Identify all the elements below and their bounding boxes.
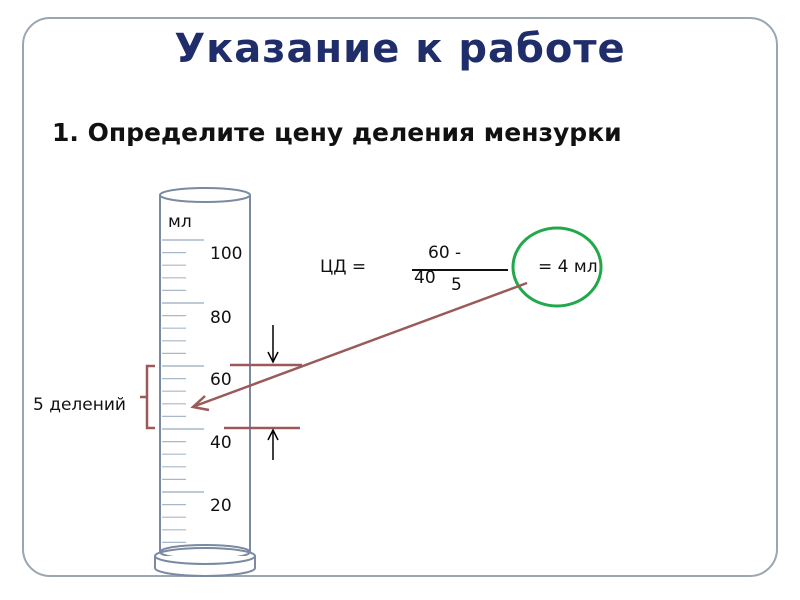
formula-denominator: 5 [451,275,462,295]
pointer-arrow-icon [190,281,528,412]
formula-numerator-cont: 40 [414,268,436,288]
bracket-label: 5 делений [33,395,126,415]
formula-numerator: 60 - [428,243,462,263]
scale-label-80: 80 [210,308,232,328]
scale-label-20: 20 [210,496,232,516]
scale-label-100: 100 [210,244,243,264]
result-circle [511,226,603,308]
slide-frame [22,17,778,577]
formula-result: = 4 мл [538,257,598,277]
cylinder-top-rim [159,187,251,203]
cylinder-unit-label: мл [168,212,192,232]
cylinder-base-top [154,547,256,565]
formula-lhs: ЦД = [320,257,367,277]
scale-label-60: 60 [210,370,232,390]
up-arrow-icon [267,428,279,460]
measuring-cylinder [154,187,256,577]
divisions-bracket [145,364,155,430]
instruction-text: 1. Определите цену деления мензурки [52,118,622,147]
scale-ticks [162,239,204,544]
cylinder-base [154,556,256,577]
slide-title: Указание к работе [174,26,626,72]
scale-label-40: 40 [210,433,232,453]
down-arrow-icon [267,325,279,364]
